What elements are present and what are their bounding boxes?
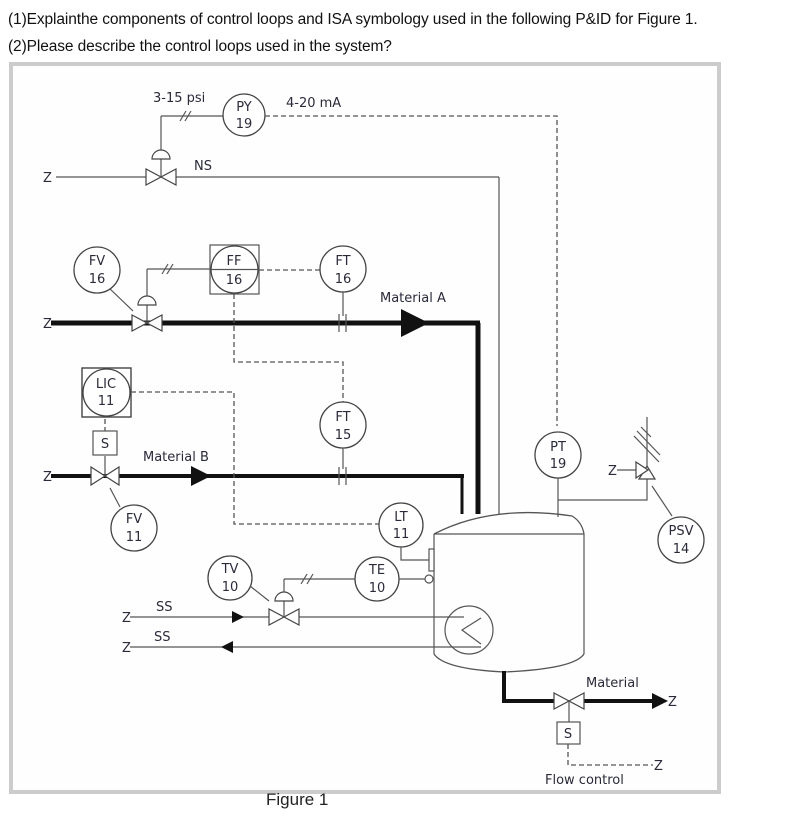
svg-text:16: 16 (226, 273, 243, 288)
pneumatic-signal-icon (179, 110, 187, 122)
signal-line-ft15-ff16 (233, 294, 344, 404)
pneumatic-signal-icon (161, 263, 169, 275)
flow-control-label: Flow control (545, 773, 624, 788)
instrument-ff16[interactable]: FF 16 (209, 244, 260, 295)
svg-text:TE: TE (368, 563, 385, 578)
instrument-tv10[interactable]: TV 10 (207, 555, 253, 601)
tv10-control-valve[interactable] (268, 573, 355, 626)
svg-text:19: 19 (236, 117, 253, 132)
svg-text:LIC: LIC (96, 377, 116, 392)
ss-supply-line: Z SS (122, 600, 464, 626)
orifice-plate-ft15 (338, 448, 347, 485)
off-page-marker: Z (608, 464, 617, 479)
figure-caption: Figure 1 (266, 790, 329, 809)
lt11-connection (400, 547, 429, 561)
flow-arrow-icon (652, 693, 668, 709)
leader-fv11 (109, 487, 121, 508)
ns-line: Z NS (43, 159, 500, 514)
instrument-te10[interactable]: TE 10 (354, 556, 400, 602)
pid-diagram: Z NS 3-15 psi PY 19 4-20 mA Z Material A (43, 91, 705, 788)
svg-text:PT: PT (550, 440, 566, 455)
flow-arrow-icon (401, 309, 429, 337)
instrument-ft16[interactable]: FT 16 (319, 245, 367, 293)
outlet-solenoid-valve[interactable]: S (553, 692, 585, 745)
svg-text:TV: TV (221, 562, 239, 577)
svg-text:FT: FT (335, 410, 350, 425)
svg-text:19: 19 (550, 457, 567, 472)
svg-text:FF: FF (227, 254, 242, 269)
ns-label: NS (194, 159, 212, 174)
svg-text:FV: FV (89, 254, 105, 269)
instrument-pt19[interactable]: PT 19 (534, 431, 582, 479)
flow-control-signal-line (567, 744, 653, 766)
off-page-marker: Z (43, 317, 52, 332)
flow-arrow-icon (221, 641, 233, 653)
fv11-solenoid-valve[interactable]: S (90, 430, 120, 487)
instrument-fv16[interactable]: FV 16 (73, 246, 121, 294)
thermowell-icon (424, 574, 434, 584)
psv14-connection (558, 479, 648, 501)
ss-supply-label: SS (156, 600, 173, 615)
flow-arrow-icon (191, 466, 211, 486)
fv16-control-valve[interactable] (131, 263, 210, 332)
instrument-fv11[interactable]: FV 11 (110, 504, 158, 552)
off-page-marker: Z (654, 759, 663, 774)
off-page-marker: Z (43, 171, 52, 186)
solenoid-label: S (101, 437, 109, 452)
signal-line-pt19-py19 (265, 115, 558, 426)
question-1: (1)Explainthe components of control loop… (8, 11, 698, 28)
instrument-psv14[interactable]: PSV 14 (657, 516, 705, 564)
figure-frame: Z NS 3-15 psi PY 19 4-20 mA Z Material A (9, 62, 721, 794)
material-out-label: Material (586, 676, 639, 691)
diaphragm-actuator-icon (151, 149, 171, 160)
orifice-plate-ft16 (338, 292, 347, 332)
svg-text:11: 11 (126, 530, 143, 545)
flow-arrow-icon (232, 611, 244, 623)
off-page-marker: Z (122, 641, 131, 656)
heating-coil-icon (444, 605, 494, 655)
svg-text:FT: FT (335, 254, 350, 269)
svg-text:LT: LT (394, 510, 407, 525)
level-sensor-icon (428, 548, 435, 572)
material-b-line: Z Material B (43, 450, 464, 514)
svg-text:10: 10 (222, 580, 239, 595)
instrument-py19[interactable]: PY 19 (222, 93, 266, 137)
svg-text:16: 16 (335, 272, 352, 287)
instrument-lic11[interactable]: LIC 11 (81, 367, 132, 418)
diaphragm-actuator-icon (274, 591, 294, 602)
pcv19-control-valve[interactable] (145, 110, 224, 186)
svg-text:16: 16 (89, 272, 106, 287)
svg-text:11: 11 (98, 394, 115, 409)
svg-text:PY: PY (236, 100, 252, 115)
svg-text:11: 11 (393, 527, 410, 542)
pneumatic-signal-icon (300, 573, 308, 585)
off-page-marker: Z (43, 470, 52, 485)
electric-signal-label: 4-20 mA (286, 96, 341, 111)
material-outlet-line: Z Material (502, 671, 677, 710)
leader-fv16 (107, 286, 134, 312)
ss-return-label: SS (154, 630, 171, 645)
psv14-relief-valve[interactable]: Z (608, 417, 661, 480)
material-b-label: Material B (143, 450, 209, 465)
svg-text:14: 14 (673, 542, 690, 557)
instrument-lt11[interactable]: LT 11 (378, 502, 424, 548)
material-a-label: Material A (380, 291, 446, 306)
leader-psv14 (651, 485, 673, 517)
signal-line-lt11-lic11 (131, 391, 379, 525)
svg-text:15: 15 (335, 428, 352, 443)
svg-text:FV: FV (126, 512, 142, 527)
ss-return-line: Z SS (122, 630, 481, 656)
diaphragm-actuator-icon (137, 295, 157, 306)
question-2: (2)Please describe the control loops use… (8, 38, 392, 55)
solenoid-label: S (564, 727, 572, 742)
off-page-marker: Z (122, 611, 131, 626)
leader-tv10 (249, 585, 270, 602)
svg-text:10: 10 (369, 581, 386, 596)
svg-text:PSV: PSV (669, 524, 694, 539)
pneumatic-signal-label: 3-15 psi (153, 91, 205, 106)
off-page-marker: Z (668, 695, 677, 710)
reactor-vessel (433, 511, 585, 673)
instrument-ft15[interactable]: FT 15 (319, 401, 367, 449)
material-a-line: Z Material A (43, 291, 481, 514)
